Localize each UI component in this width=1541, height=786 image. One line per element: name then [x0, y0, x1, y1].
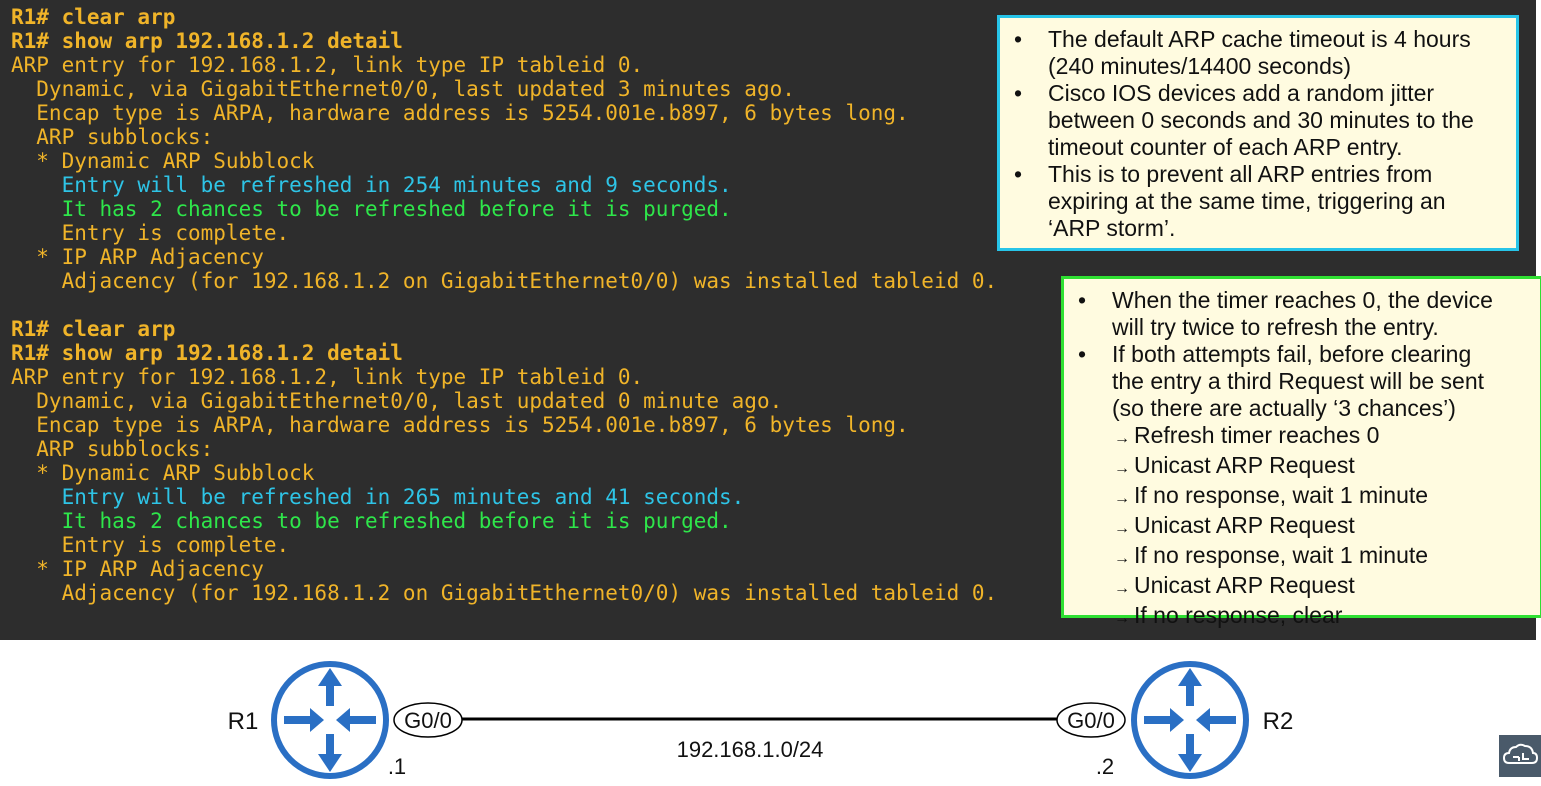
bullet-icon: • [1014, 161, 1023, 187]
refresh-step: →Refresh timer reaches 0 [1064, 422, 1540, 452]
r1-name: R1 [228, 708, 259, 735]
r2-interface-oval [1056, 702, 1126, 738]
note-text: ‘ARP storm’. [1048, 215, 1176, 241]
r1-router-icon [271, 661, 389, 779]
terminal-line: Encap type is ARPA, hardware address is … [11, 413, 909, 437]
note-text: timeout counter of each ARP entry. [1048, 134, 1403, 160]
note-bullet-line: • If both attempts fail, before clearing [1064, 341, 1540, 368]
note-text: The default ARP cache timeout is 4 hours [1048, 26, 1471, 52]
refresh-step: →Unicast ARP Request [1064, 452, 1540, 482]
r2-interface-label: G0/0 [1067, 708, 1115, 733]
terminal-line: R1# show arp 192.168.1.2 detail [11, 341, 403, 365]
r1-host-address: .1 [388, 754, 406, 779]
arrow-icon: → [1114, 490, 1130, 507]
topology-diagram: R1 R2 G0/0 G0/0 .1 .2 192.168.1.0/24 [228, 661, 1294, 779]
note-text: Cisco IOS devices add a random jitter [1048, 80, 1435, 106]
terminal-line: * Dynamic ARP Subblock [11, 149, 315, 173]
terminal-line: * IP ARP Adjacency [11, 557, 264, 581]
terminal-line: ARP entry for 192.168.1.2, link type IP … [11, 53, 644, 77]
arp-timeout-note: • The default ARP cache timeout is 4 hour… [997, 15, 1519, 251]
terminal-line: Adjacency (for 192.168.1.2 on GigabitEth… [11, 581, 998, 605]
terminal-line: ARP entry for 192.168.1.2, link type IP … [11, 365, 644, 389]
note-text: When the timer reaches 0, the device [1112, 287, 1493, 313]
terminal-line: Encap type is ARPA, hardware address is … [11, 101, 909, 125]
terminal-line: ARP subblocks: [11, 437, 214, 461]
r1-interface-label: G0/0 [404, 708, 452, 733]
note-text: the entry a third Request will be sent [1112, 368, 1485, 394]
terminal-line: R1# clear arp [11, 5, 176, 29]
refresh-step-text: Refresh timer reaches 0 [1134, 422, 1380, 448]
refresh-step: →Unicast ARP Request [1064, 572, 1540, 602]
terminal-line: It has 2 chances to be refreshed before … [11, 509, 732, 533]
terminal-line: Entry will be refreshed in 265 minutes a… [11, 485, 745, 509]
note-text: (so there are actually ‘3 chances’) [1112, 395, 1456, 421]
note-bullet-line: between 0 seconds and 30 minutes to the [1000, 107, 1516, 134]
terminal-line: Dynamic, via GigabitEthernet0/0, last up… [11, 77, 795, 101]
note-bullet-line: expiring at the same time, triggering an [1000, 188, 1516, 215]
arrow-icon: → [1114, 520, 1130, 537]
terminal-line [11, 293, 997, 317]
arrow-icon: → [1114, 610, 1130, 627]
terminal-line: Adjacency (for 192.168.1.2 on GigabitEth… [11, 269, 998, 293]
r1-interface-oval [393, 702, 463, 738]
bullet-icon: • [1014, 26, 1023, 52]
network-address: 192.168.1.0/24 [677, 737, 824, 762]
bullet-icon: • [1078, 287, 1087, 313]
note-text: will try twice to refresh the entry. [1112, 314, 1439, 340]
note-text: between 0 seconds and 30 minutes to the [1048, 107, 1474, 133]
terminal-line: It has 2 chances to be refreshed before … [11, 197, 732, 221]
refresh-step: →If no response, wait 1 minute [1064, 542, 1540, 572]
arrow-icon: → [1114, 460, 1130, 477]
note-bullet-line: (240 minutes/14400 seconds) [1000, 53, 1516, 80]
refresh-step: →If no response, clear [1064, 602, 1540, 632]
note-bullet-line: ‘ARP storm’. [1000, 215, 1516, 242]
r2-host-address: .2 [1096, 754, 1114, 779]
terminal-line: R1# clear arp [11, 317, 176, 341]
note-bullet-line: • Cisco IOS devices add a random jitter [1000, 80, 1516, 107]
note-bullet-line: timeout counter of each ARP entry. [1000, 134, 1516, 161]
terminal-line: Entry will be refreshed in 254 minutes a… [11, 173, 732, 197]
arrow-icon: → [1114, 550, 1130, 567]
terminal-line: * Dynamic ARP Subblock [11, 461, 315, 485]
terminal-line: R1# show arp 192.168.1.2 detail [11, 29, 403, 53]
refresh-step-text: Unicast ARP Request [1134, 512, 1355, 538]
bullet-icon: • [1014, 80, 1023, 106]
note-bullet-line: • This is to prevent all ARP entries from [1000, 161, 1516, 188]
arp-timeout-bullets: • The default ARP cache timeout is 4 hour… [1000, 18, 1516, 242]
note-text: If both attempts fail, before clearing [1112, 341, 1472, 367]
arrow-icon: → [1114, 430, 1130, 447]
refresh-step-text: Unicast ARP Request [1134, 452, 1355, 478]
refresh-step-text: If no response, clear [1134, 602, 1343, 628]
note-bullet-line: • The default ARP cache timeout is 4 hour… [1000, 26, 1516, 53]
arrow-icon: → [1114, 580, 1130, 597]
note-bullet-line: • When the timer reaches 0, the device [1064, 287, 1540, 314]
refresh-step-text: Unicast ARP Request [1134, 572, 1355, 598]
note-bullet-line: (so there are actually ‘3 chances’) [1064, 395, 1540, 422]
note-text: (240 minutes/14400 seconds) [1048, 53, 1352, 79]
terminal-line: Entry is complete. [11, 221, 290, 245]
refresh-step-text: If no response, wait 1 minute [1134, 542, 1429, 568]
refresh-step: →If no response, wait 1 minute [1064, 482, 1540, 512]
note-bullet-line: the entry a third Request will be sent [1064, 368, 1540, 395]
bullet-icon: • [1078, 341, 1087, 367]
r2-name: R2 [1263, 708, 1294, 735]
terminal-line: Entry is complete. [11, 533, 290, 557]
terminal-line: * IP ARP Adjacency [11, 245, 264, 269]
note-text: This is to prevent all ARP entries from [1048, 161, 1433, 187]
note-bullet-line: will try twice to refresh the entry. [1064, 314, 1540, 341]
r2-router-icon [1131, 661, 1249, 779]
terminal-line: Dynamic, via GigabitEthernet0/0, last up… [11, 389, 783, 413]
cloud-logo-icon [1499, 735, 1541, 777]
refresh-step: →Unicast ARP Request [1064, 512, 1540, 542]
terminal-line: ARP subblocks: [11, 125, 214, 149]
refresh-steps: →Refresh timer reaches 0→Unicast ARP Req… [1064, 422, 1540, 632]
refresh-step-text: If no response, wait 1 minute [1134, 482, 1429, 508]
note-text: expiring at the same time, triggering an [1048, 188, 1446, 214]
